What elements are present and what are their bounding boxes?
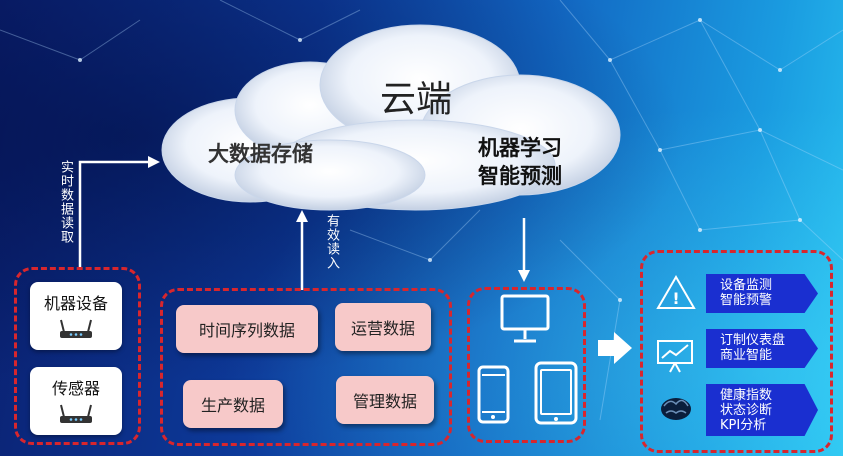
banner-line1: 健康指数 <box>720 388 773 403</box>
svg-text:!: ! <box>672 289 679 308</box>
production-data-box: 生产数据 <box>183 380 283 428</box>
router-icon <box>60 404 92 423</box>
big-data-storage-label: 大数据存储 <box>208 142 313 166</box>
banner-line1: 设备监测 <box>720 278 773 293</box>
outputs-group <box>640 250 833 453</box>
management-data-box: 管理数据 <box>336 376 434 424</box>
brain-icon <box>661 398 691 420</box>
warning-icon <box>656 275 696 309</box>
banner-line1: 订制仪表盘 <box>720 333 786 348</box>
phone-icon <box>477 365 510 424</box>
realtime-read-label: 实时数据读取 <box>58 160 73 244</box>
ml-label-line2: 智能预测 <box>478 164 562 188</box>
output-banner-health: 健康指数 状态诊断 KPI分析 <box>706 384 818 436</box>
output-banner-monitoring: 设备监测 智能预警 <box>706 274 818 313</box>
chart-board-icon <box>657 340 693 364</box>
time-series-data-box: 时间序列数据 <box>176 305 318 353</box>
data-sources-group <box>160 288 452 446</box>
devices-group <box>14 267 141 445</box>
cloud-title: 云端 <box>380 79 453 120</box>
banner-line3: KPI分析 <box>720 418 767 433</box>
router-icon <box>60 319 92 338</box>
machine-device-card: 机器设备 <box>30 282 122 350</box>
sensor-label: 传感器 <box>51 379 100 398</box>
operations-data-box: 运营数据 <box>335 303 431 351</box>
output-arrow <box>598 332 632 364</box>
tablet-icon <box>534 361 578 425</box>
output-banner-dashboard: 订制仪表盘 商业智能 <box>706 329 818 368</box>
banner-line2: 商业智能 <box>720 348 773 363</box>
realtime-read-arrow <box>78 160 148 268</box>
effective-read-label: 有效读入 <box>324 214 339 270</box>
machine-device-label: 机器设备 <box>43 294 108 313</box>
sensor-card: 传感器 <box>30 367 122 435</box>
banner-line2: 智能预警 <box>720 293 773 308</box>
screens-group <box>467 287 586 443</box>
ml-prediction-label: 机器学习 智能预测 <box>478 134 562 190</box>
ml-label-line1: 机器学习 <box>478 136 562 160</box>
banner-line2: 状态诊断 <box>720 403 773 418</box>
